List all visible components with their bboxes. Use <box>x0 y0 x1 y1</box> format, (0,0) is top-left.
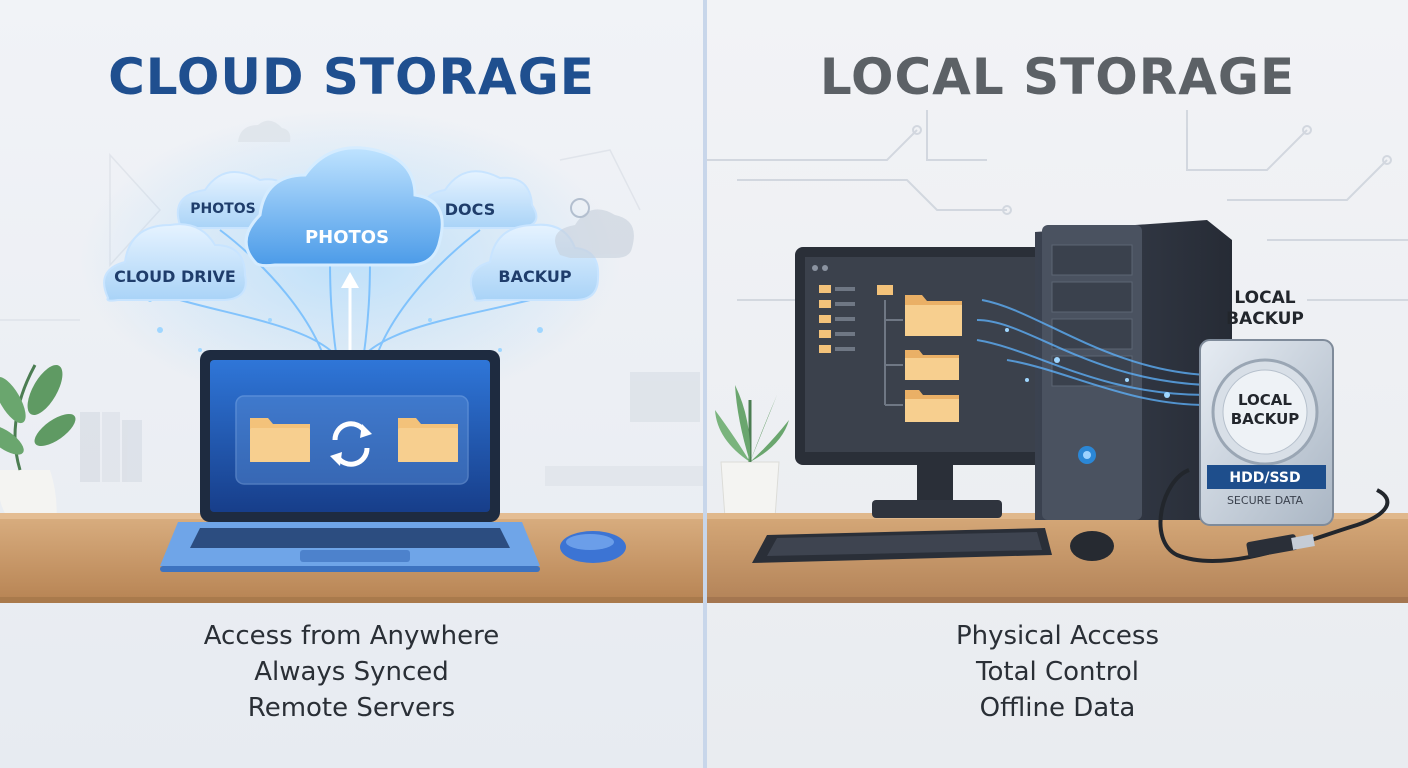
panel-divider <box>703 0 707 768</box>
cloud-drive-label: CLOUD DRIVE <box>114 267 236 286</box>
folder-icon <box>905 350 959 380</box>
local-scene: LOCAL BACKUP LOCAL BACKUP HDD/SSD SECURE… <box>707 110 1408 603</box>
mouse-icon <box>1070 531 1114 561</box>
cloud-backup-label: BACKUP <box>498 267 571 286</box>
hdd-label-line1: LOCAL <box>1238 391 1292 409</box>
cloud-photos-small-label: PHOTOS <box>190 201 255 217</box>
folder-icon <box>398 418 458 462</box>
laptop <box>160 350 540 572</box>
cloud-docs: DOCS <box>421 170 538 230</box>
faint-cloud-icon <box>238 120 291 142</box>
cloud-storage-title: CLOUD STORAGE <box>108 48 595 106</box>
small-sync-cloud-icon <box>555 198 634 258</box>
folder-icon <box>905 295 962 336</box>
cloud-feature: Remote Servers <box>247 693 456 723</box>
usb-cable-icon <box>1158 468 1390 564</box>
pc-tower <box>1035 220 1232 520</box>
local-storage-title: LOCAL STORAGE <box>819 48 1296 106</box>
local-backup-label-line2: BACKUP <box>1226 309 1304 329</box>
hdd-label-line2: BACKUP <box>1231 410 1300 428</box>
file-tree <box>819 285 903 406</box>
folder-icon <box>250 418 310 462</box>
cloud-features-list: Access from Anywhere Always Synced Remot… <box>0 618 703 726</box>
hdd-type: HDD/SSD <box>1229 470 1300 486</box>
desktop-monitor <box>795 247 1055 518</box>
cloud-storage-panel: PHOTOS DOCS PHOTOS CLOUD DRIVE BACKUP <box>0 0 703 768</box>
cloud-photos-main-label: PHOTOS <box>305 227 389 248</box>
local-feature: Physical Access <box>955 621 1160 651</box>
keyboard-icon <box>752 528 1052 563</box>
folder-icon <box>905 390 959 422</box>
local-features-list: Physical Access Total Control Offline Da… <box>707 618 1408 726</box>
local-feature: Total Control <box>976 657 1139 687</box>
cloud-feature: Access from Anywhere <box>203 621 500 651</box>
cloud-photos-main: PHOTOS <box>244 146 444 268</box>
cloud-scene: PHOTOS DOCS PHOTOS CLOUD DRIVE BACKUP <box>0 110 703 603</box>
cloud-feature: Always Synced <box>254 657 449 687</box>
local-feature: Offline Data <box>979 693 1136 723</box>
external-hdd: LOCAL BACKUP HDD/SSD SECURE DATA <box>1199 339 1334 526</box>
cloud-docs-label: DOCS <box>445 200 495 219</box>
hdd-caption: SECURE DATA <box>1227 494 1304 507</box>
cloud-drive: CLOUD DRIVE <box>103 223 247 302</box>
plant-icon <box>0 364 76 536</box>
plant-icon <box>715 385 789 519</box>
local-storage-panel: LOCAL BACKUP LOCAL BACKUP HDD/SSD SECURE… <box>707 0 1408 768</box>
circuit-background <box>707 110 1408 301</box>
mouse-icon <box>560 531 626 563</box>
local-backup-label-line1: LOCAL <box>1234 288 1295 308</box>
